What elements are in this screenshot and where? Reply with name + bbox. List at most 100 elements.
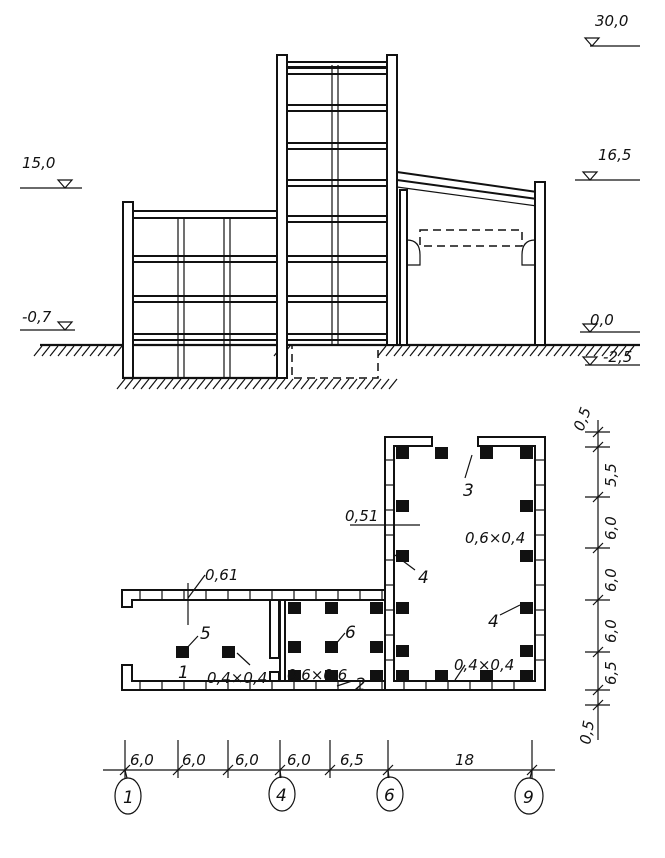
hatch-stroke bbox=[292, 378, 302, 390]
column bbox=[370, 641, 383, 653]
hatch-stroke bbox=[537, 345, 547, 357]
column bbox=[370, 670, 383, 682]
dimension-3: 6,0 bbox=[235, 751, 259, 769]
hatch-stroke bbox=[513, 345, 523, 357]
hatch-stroke bbox=[593, 345, 603, 357]
hatch-stroke bbox=[505, 345, 515, 357]
dim-slash bbox=[592, 646, 604, 658]
column bbox=[396, 447, 409, 459]
column bbox=[520, 447, 533, 459]
columns bbox=[176, 447, 533, 682]
hatch-stroke bbox=[489, 345, 499, 357]
hatch-stroke bbox=[97, 345, 107, 357]
dim-slash bbox=[592, 684, 604, 696]
column bbox=[480, 447, 493, 459]
hatch-stroke bbox=[585, 345, 595, 357]
column bbox=[288, 670, 301, 682]
hatch-stroke bbox=[340, 378, 350, 390]
dim-slash bbox=[592, 491, 604, 503]
dim-slash bbox=[592, 699, 604, 711]
floor-plan: 0,61 0,51 0,4×0,4 0,6×0,6 0,6×0,4 0,4×0,… bbox=[103, 405, 620, 815]
hatch-stroke bbox=[316, 378, 326, 390]
column bbox=[288, 602, 301, 614]
column-size-right-upper: 0,6×0,4 bbox=[465, 529, 525, 547]
hatch-stroke bbox=[180, 378, 190, 390]
hatch-stroke bbox=[276, 378, 286, 390]
hatch-stroke bbox=[49, 345, 59, 357]
vdim-3: 6,0 bbox=[602, 516, 620, 540]
tower-floor bbox=[286, 142, 388, 150]
hatch-stroke bbox=[65, 345, 75, 357]
hatch-stroke bbox=[196, 378, 206, 390]
vdim-4: 6,0 bbox=[602, 568, 620, 592]
column bbox=[520, 550, 533, 562]
hatch-stroke bbox=[284, 378, 294, 390]
hatch-stroke bbox=[577, 345, 587, 357]
axis-1: 1 bbox=[123, 788, 134, 808]
column bbox=[325, 602, 338, 614]
hatch-stroke bbox=[601, 345, 611, 357]
hatch-stroke bbox=[356, 378, 366, 390]
dimension-6: 18 bbox=[455, 751, 474, 769]
hatch-stroke bbox=[497, 345, 507, 357]
column bbox=[396, 500, 409, 512]
hatch-stroke bbox=[364, 378, 374, 390]
dimension-5: 6,5 bbox=[340, 751, 364, 769]
axis-4: 4 bbox=[276, 786, 287, 806]
axis-6: 6 bbox=[384, 786, 395, 806]
wall-thickness-right: 0,51 bbox=[345, 507, 378, 525]
dim-slash bbox=[592, 441, 604, 453]
tower-roof bbox=[286, 61, 388, 68]
hatch-stroke bbox=[132, 378, 142, 390]
hatch-stroke bbox=[457, 345, 467, 357]
dim-slash bbox=[592, 426, 604, 438]
tower-floor bbox=[286, 255, 388, 263]
hatch-stroke bbox=[116, 378, 126, 390]
level-hall-roof: 16,5 bbox=[598, 146, 631, 164]
hatch-stroke bbox=[332, 378, 342, 390]
axis-9: 9 bbox=[523, 788, 534, 808]
hatch-stroke bbox=[124, 378, 134, 390]
hatch-stroke bbox=[113, 345, 123, 357]
callout-2: 2 bbox=[355, 675, 366, 695]
hatch-stroke bbox=[473, 345, 483, 357]
tower-floor bbox=[286, 179, 388, 187]
hatch-stroke bbox=[465, 345, 475, 357]
hatch-stroke bbox=[308, 378, 318, 390]
column bbox=[222, 646, 235, 658]
hatch-stroke bbox=[236, 378, 246, 390]
vertical-dimension-line: 0,5 5,5 6,0 6,0 6,0 6,5 0,5 bbox=[570, 405, 620, 746]
hatch-stroke bbox=[348, 378, 358, 390]
cross-section: 30,0 16,5 15,0 -0,7 0,0 -2,5 bbox=[20, 12, 640, 390]
column-size-middle: 0,6×0,6 bbox=[287, 666, 347, 684]
dim-slash bbox=[324, 764, 336, 776]
column bbox=[396, 602, 409, 614]
hatch-stroke bbox=[561, 345, 571, 357]
hatch-stroke bbox=[529, 345, 539, 357]
column bbox=[480, 670, 493, 682]
level-left-roof: 15,0 bbox=[22, 154, 55, 172]
hatch-stroke bbox=[212, 378, 222, 390]
hatch-stroke bbox=[545, 345, 555, 357]
tower-floor bbox=[286, 215, 388, 223]
hatch-stroke bbox=[33, 345, 43, 357]
column-size-right-lower: 0,4×0,4 bbox=[454, 656, 514, 674]
column-size-left: 0,4×0,4 bbox=[207, 669, 267, 687]
column bbox=[435, 670, 448, 682]
hatch-stroke bbox=[625, 345, 635, 357]
hatch-stroke bbox=[164, 378, 174, 390]
wall-joints bbox=[139, 459, 545, 690]
hatch-stroke bbox=[244, 378, 254, 390]
hatch-stroke bbox=[401, 345, 411, 357]
hatch-stroke bbox=[204, 378, 214, 390]
hall-block bbox=[396, 170, 546, 346]
vdim-1: 0,5 bbox=[570, 405, 595, 434]
wall-thickness-left: 0,61 bbox=[205, 566, 238, 584]
basement-outline bbox=[291, 344, 379, 379]
callout-4b: 4 bbox=[488, 612, 499, 632]
vdim-5: 6,0 bbox=[602, 619, 620, 643]
level-basement: -2,5 bbox=[603, 348, 632, 366]
callout-6: 6 bbox=[345, 623, 356, 643]
dimension-2: 6,0 bbox=[182, 751, 206, 769]
